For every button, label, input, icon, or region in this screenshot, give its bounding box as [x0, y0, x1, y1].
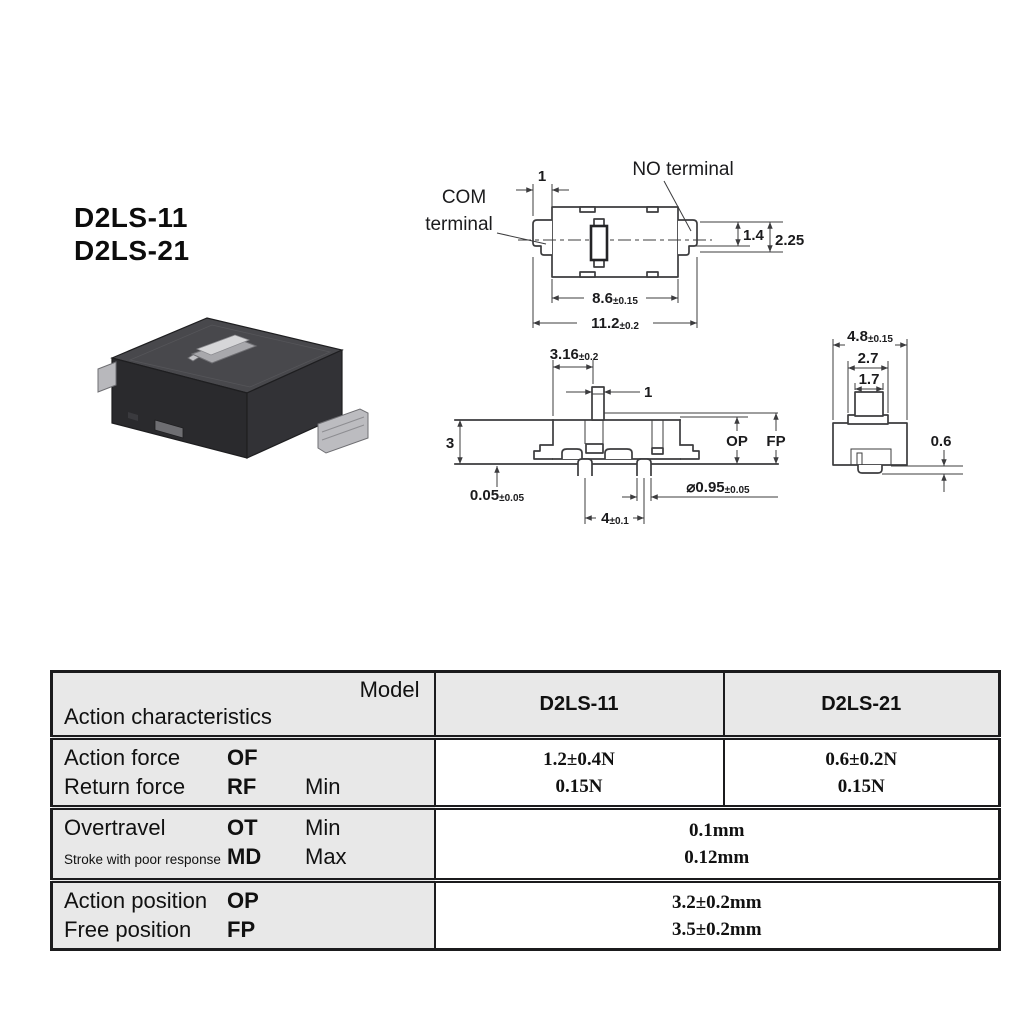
dim-foot-pitch: 4±0.1 — [601, 510, 629, 527]
com-terminal-label-1: COM — [442, 187, 486, 208]
no-terminal-shape — [678, 219, 698, 256]
dim-body-height: 3 — [446, 435, 454, 452]
value-cell-d2ls-11-force: 1.2±0.4N 0.15N — [433, 735, 725, 809]
model-line-1: D2LS-11 — [74, 202, 188, 233]
dim-terminal-height: 1.4 — [743, 227, 765, 244]
row-code: OP — [227, 888, 259, 913]
right-terminal-3d — [317, 408, 369, 454]
force-label-cell: Action force OF Return force RF Min — [50, 735, 436, 809]
dim-end-body-width: 4.8±0.15 — [847, 328, 893, 345]
dim-overall-width: 11.2±0.2 — [591, 315, 639, 332]
side-view-drawing: 3 3.16±0.2 1 OP FP 0.05±0.05 — [446, 346, 786, 527]
table-header-row: Model Action characteristics D2LS-11 D2L… — [50, 670, 1001, 739]
value-cell-travel: 0.1mm 0.12mm — [433, 805, 1001, 882]
column-header-d2ls-21: D2LS-21 — [722, 670, 1001, 739]
travel-label-cell: Overtravel OT Min Stroke with poor respo… — [50, 805, 436, 882]
column-header-d2ls-11: D2LS-11 — [433, 670, 725, 739]
product-photo-3d — [97, 317, 369, 459]
foot-right — [636, 458, 652, 476]
value-line: 0.15N — [555, 775, 603, 797]
header-axis-cell: Model Action characteristics — [50, 670, 436, 739]
technical-drawing: 1 NO terminal COM terminal 1.4 2.25 8.6±… — [97, 159, 963, 527]
row-label: Action position — [64, 888, 208, 913]
table-row-position: Action position OP Free position FP 3.2±… — [50, 878, 1001, 951]
top-view-drawing: 1 NO terminal COM terminal 1.4 2.25 8.6±… — [425, 159, 804, 332]
left-terminal-3d — [97, 361, 117, 393]
plunger-side-view — [591, 386, 605, 421]
spec-table-wrap: Model Action characteristics D2LS-11 D2L… — [50, 670, 1001, 951]
model-line-2: D2LS-21 — [74, 235, 190, 266]
dim-terminal-span: 2.25 — [775, 232, 804, 249]
value-line: 3.2±0.2mm — [671, 891, 762, 913]
plunger-end-view — [854, 391, 884, 417]
row-code: OT — [227, 815, 258, 840]
spec-table: Model Action characteristics D2LS-11 D2L… — [50, 670, 1001, 951]
row-qualifier: Min — [305, 774, 341, 799]
value-line: 0.15N — [837, 775, 885, 797]
value-line: 3.5±0.2mm — [671, 918, 762, 940]
row-code: MD — [227, 844, 262, 869]
row-qualifier: Min — [305, 815, 341, 840]
model-header-label: Model — [359, 677, 420, 702]
com-terminal-shape — [532, 219, 552, 256]
row-qualifier: Max — [305, 844, 347, 869]
row-label: Free position — [64, 917, 192, 942]
action-characteristics-label: Action characteristics — [64, 704, 272, 729]
row-code: RF — [227, 774, 257, 799]
foot-left — [577, 458, 593, 476]
dim-plunger-width: 1 — [644, 384, 652, 401]
end-view-drawing: 4.8±0.15 2.7 1.7 0.6 — [832, 328, 963, 492]
no-terminal-label: NO terminal — [632, 159, 733, 180]
position-label-cell: Action position OP Free position FP — [50, 878, 436, 951]
plunger-top-view — [589, 224, 609, 262]
row-code: OF — [227, 745, 258, 770]
com-terminal-label-2: terminal — [425, 214, 493, 235]
dim-top-gap: 1 — [538, 168, 546, 185]
model-title: D2LS-11 D2LS-21 — [74, 201, 190, 267]
dim-standoff: 0.05±0.05 — [470, 487, 525, 504]
value-line: 0.6±0.2N — [825, 748, 898, 770]
dim-foot-diameter: ⌀0.95±0.05 — [686, 479, 750, 496]
op-dim-label: OP — [726, 433, 748, 450]
dim-flange-width: 2.7 — [858, 350, 879, 367]
row-label: Action force — [64, 745, 181, 770]
dim-end-plunger-width: 1.7 — [859, 371, 880, 388]
value-line: 0.1mm — [689, 820, 745, 841]
dim-plunger-position: 3.16±0.2 — [550, 346, 599, 363]
value-cell-position: 3.2±0.2mm 3.5±0.2mm — [433, 878, 1001, 951]
value-line: 1.2±0.4N — [543, 748, 615, 770]
table-row-force: Action force OF Return force RF Min 1.2±… — [50, 735, 1001, 809]
plunger-button-3d — [187, 334, 258, 364]
dim-terminal-thickness: 0.6 — [931, 433, 952, 450]
fp-dim-label: FP — [766, 433, 785, 450]
row-code: FP — [227, 917, 256, 942]
row-label: Stroke with poor response — [64, 852, 221, 867]
value-line: 0.12mm — [684, 847, 750, 868]
dim-body-width: 8.6±0.15 — [592, 290, 638, 307]
row-label: Overtravel — [64, 815, 166, 840]
table-row-travel: Overtravel OT Min Stroke with poor respo… — [50, 805, 1001, 882]
value-cell-d2ls-21-force: 0.6±0.2N 0.15N — [722, 735, 1001, 809]
row-label: Return force — [64, 774, 186, 799]
